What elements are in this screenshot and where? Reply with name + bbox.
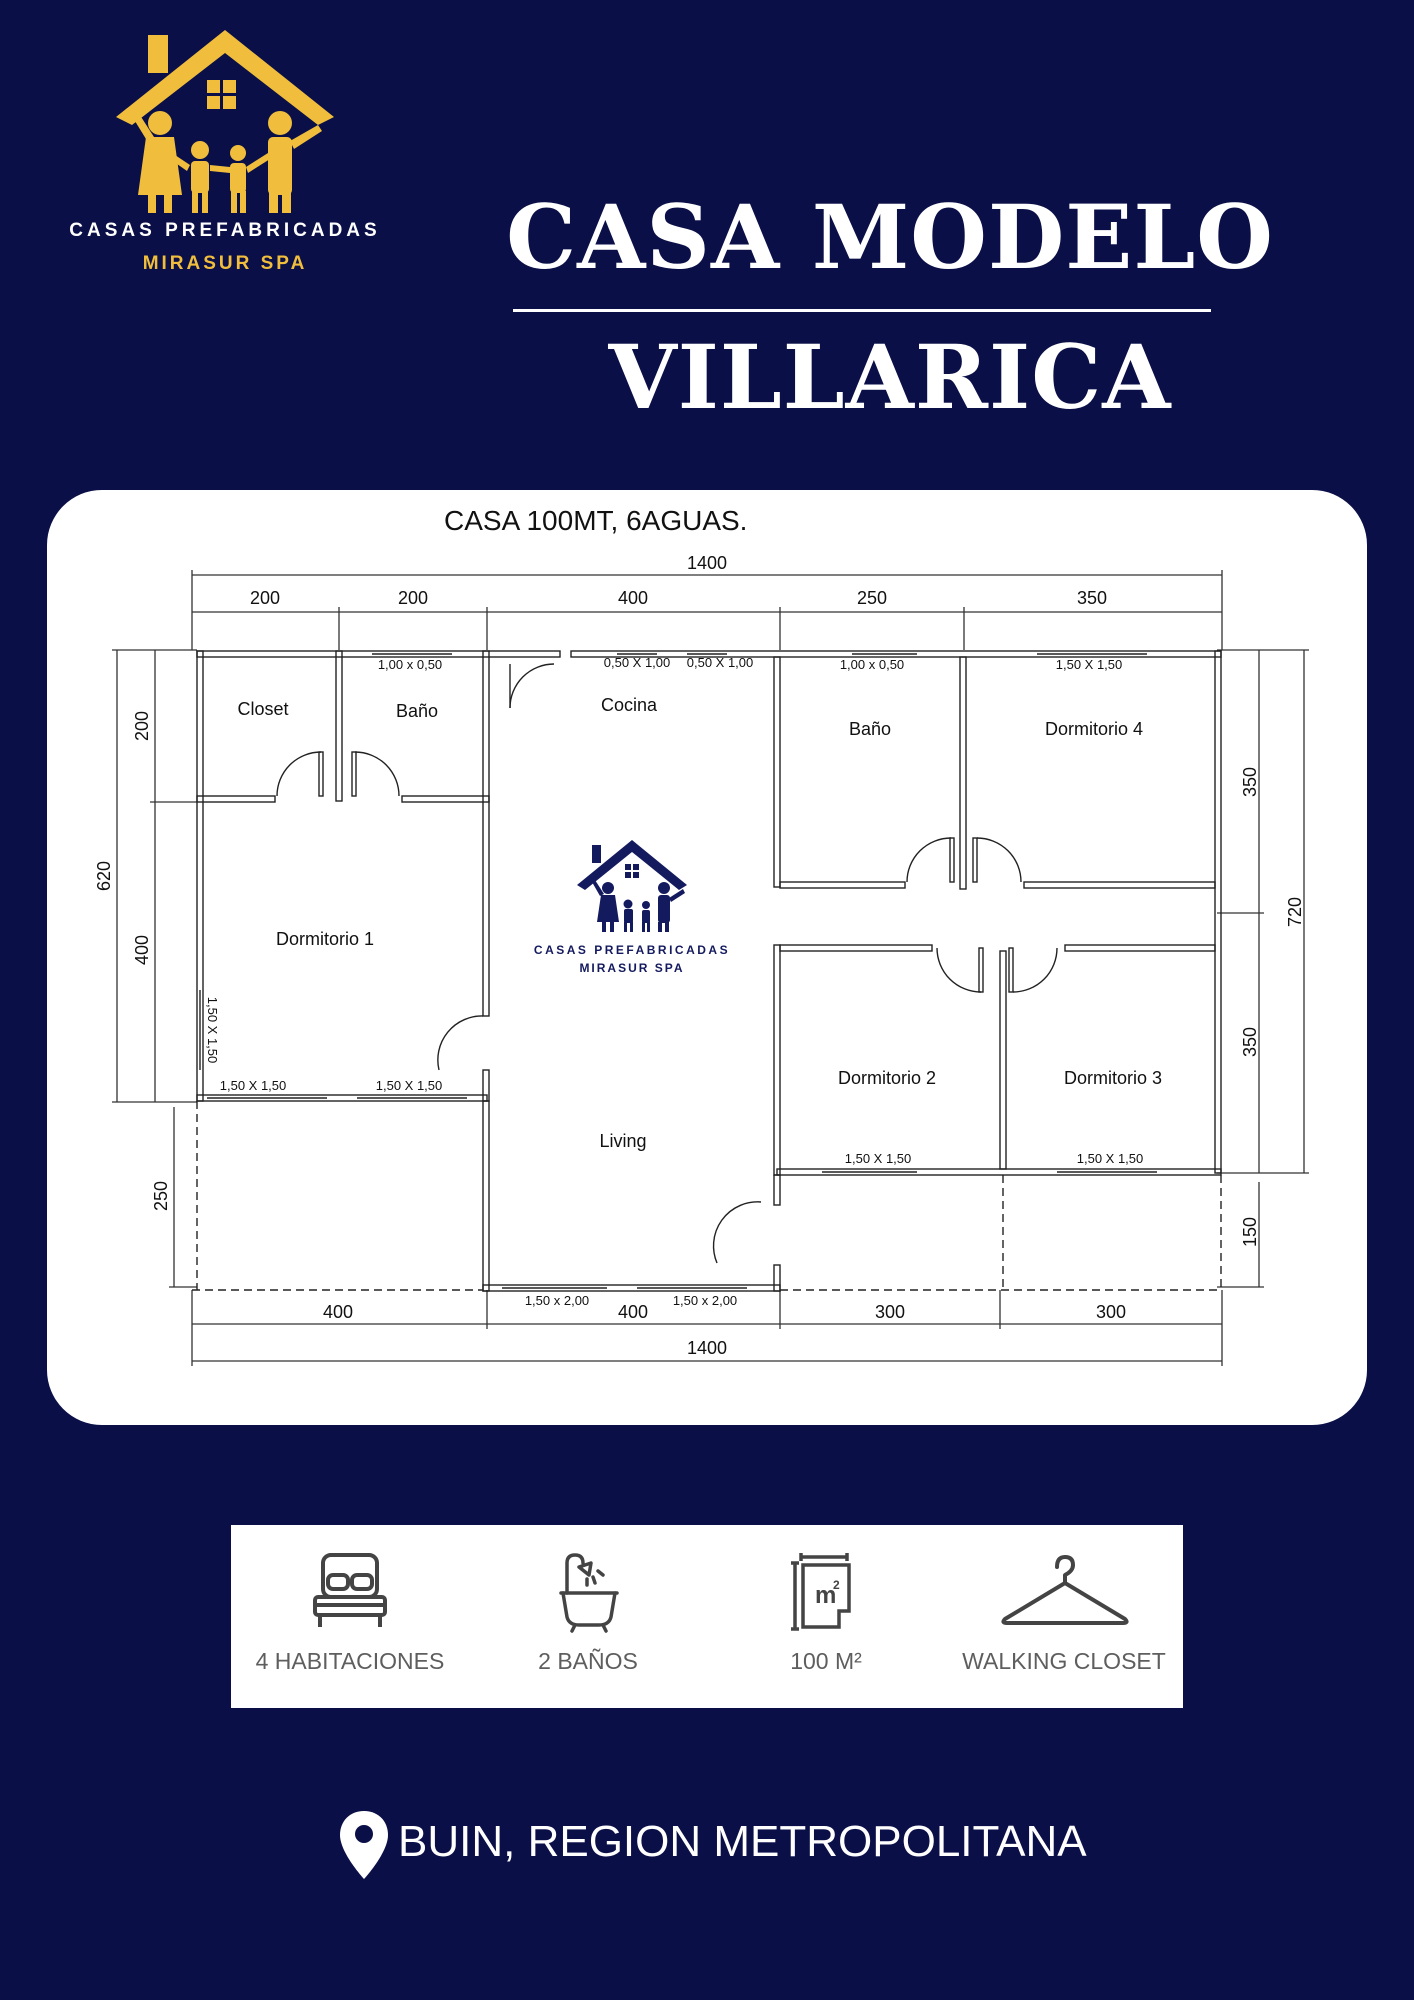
room-bano-1: Baño — [396, 701, 438, 721]
dim-right-seg-2: 350 — [1240, 1027, 1260, 1057]
plan-heading: CASA 100MT, 6AGUAS. — [444, 505, 747, 536]
location: BUIN, REGION METROPOLITANA — [330, 1805, 1130, 1885]
window-label-6: 1,50 X 1,50 — [205, 997, 220, 1064]
dim-right-total: 720 — [1285, 897, 1305, 927]
window-label-7: 1,50 X 1,50 — [220, 1078, 287, 1093]
dim-top-seg-5: 350 — [1077, 588, 1107, 608]
dim-bottom-seg-4: 300 — [1096, 1302, 1126, 1322]
square-meters-icon: m 2 — [791, 1553, 851, 1631]
bed-icon — [313, 1553, 387, 1627]
window-label-10: 1,50 X 1,50 — [1077, 1151, 1144, 1166]
dim-left-seg-1: 200 — [132, 711, 152, 741]
window-label-5: 1,50 X 1,50 — [1056, 657, 1123, 672]
floor-plan-card: CASA 100MT, 6AGUAS. 1400 200 200 400 250… — [47, 490, 1367, 1425]
dim-bottom-total: 1400 — [687, 1338, 727, 1358]
bathtub-icon — [559, 1553, 619, 1633]
feature-label-bedrooms: 4 HABITACIONES — [255, 1648, 445, 1674]
watermark-line2: MIRASUR SPA — [579, 961, 684, 975]
room-dormitorio-2: Dormitorio 2 — [838, 1068, 936, 1088]
dim-bottom-seg-3: 300 — [875, 1302, 905, 1322]
room-dormitorio-1: Dormitorio 1 — [276, 929, 374, 949]
svg-text:m: m — [815, 1582, 836, 1609]
window-label-8: 1,50 X 1,50 — [376, 1078, 443, 1093]
svg-text:2: 2 — [833, 1578, 840, 1592]
hanger-icon — [1001, 1555, 1129, 1625]
brand-logo: CASAS PREFABRICADAS MIRASUR SPA — [50, 25, 400, 285]
dim-left-total: 620 — [94, 861, 114, 891]
house-family-logo-icon — [116, 30, 334, 213]
dim-bottom-seg-2: 400 — [618, 1302, 648, 1322]
map-pin-icon — [340, 1811, 388, 1879]
dim-top-seg-1: 200 — [250, 588, 280, 608]
dim-left-seg-3: 250 — [151, 1181, 171, 1211]
feature-bedrooms: 4 HABITACIONES — [231, 1525, 469, 1708]
watermark-logo-icon — [577, 840, 687, 932]
dim-right-seg-1: 350 — [1240, 767, 1260, 797]
dim-right-seg-3: 150 — [1240, 1217, 1260, 1247]
feature-label-bathrooms: 2 BAÑOS — [538, 1648, 638, 1674]
dim-top-seg-3: 400 — [618, 588, 648, 608]
watermark-line1: CASAS PREFABRICADAS — [534, 943, 730, 957]
room-bano-2: Baño — [849, 719, 891, 739]
window-label-2: 0,50 X 1,00 — [604, 655, 671, 670]
window-label-1: 1,00 x 0,50 — [378, 657, 442, 672]
feature-label-walking-closet: WALKING CLOSET — [962, 1648, 1166, 1674]
dim-top-seg-4: 250 — [857, 588, 887, 608]
window-label-11: 1,50 x 2,00 — [525, 1293, 589, 1308]
room-living: Living — [599, 1131, 646, 1151]
window-label-3: 0,50 X 1,00 — [687, 655, 754, 670]
room-dormitorio-3: Dormitorio 3 — [1064, 1068, 1162, 1088]
brand-name-line2: MIRASUR SPA — [142, 253, 308, 274]
feature-walking-closet: WALKING CLOSET — [945, 1525, 1183, 1708]
feature-bathrooms: 2 BAÑOS — [469, 1525, 707, 1708]
title-divider — [513, 309, 1211, 312]
room-cocina: Cocina — [601, 695, 658, 715]
dim-bottom-seg-1: 400 — [323, 1302, 353, 1322]
room-dormitorio-4: Dormitorio 4 — [1045, 719, 1143, 739]
window-label-12: 1,50 x 2,00 — [673, 1293, 737, 1308]
window-label-9: 1,50 X 1,50 — [845, 1151, 912, 1166]
page-title-line2: VILLARICA — [608, 325, 1172, 429]
brand-name-line1: CASAS PREFABRICADAS — [69, 220, 381, 241]
floor-plan-drawing: CASA 100MT, 6AGUAS. 1400 200 200 400 250… — [94, 505, 1309, 1366]
features-strip: 4 HABITACIONES 2 BAÑOS — [231, 1525, 1183, 1708]
location-text: BUIN, REGION METROPOLITANA — [398, 1817, 1087, 1866]
dim-top-seg-2: 200 — [398, 588, 428, 608]
feature-area: m 2 100 M² — [707, 1525, 945, 1708]
feature-label-area: 100 M² — [790, 1648, 862, 1674]
dim-left-seg-2: 400 — [132, 935, 152, 965]
dim-top-total: 1400 — [687, 553, 727, 573]
page-title-line1: CASA MODELO — [506, 185, 1274, 289]
room-closet: Closet — [237, 699, 288, 719]
window-label-4: 1,00 x 0,50 — [840, 657, 904, 672]
